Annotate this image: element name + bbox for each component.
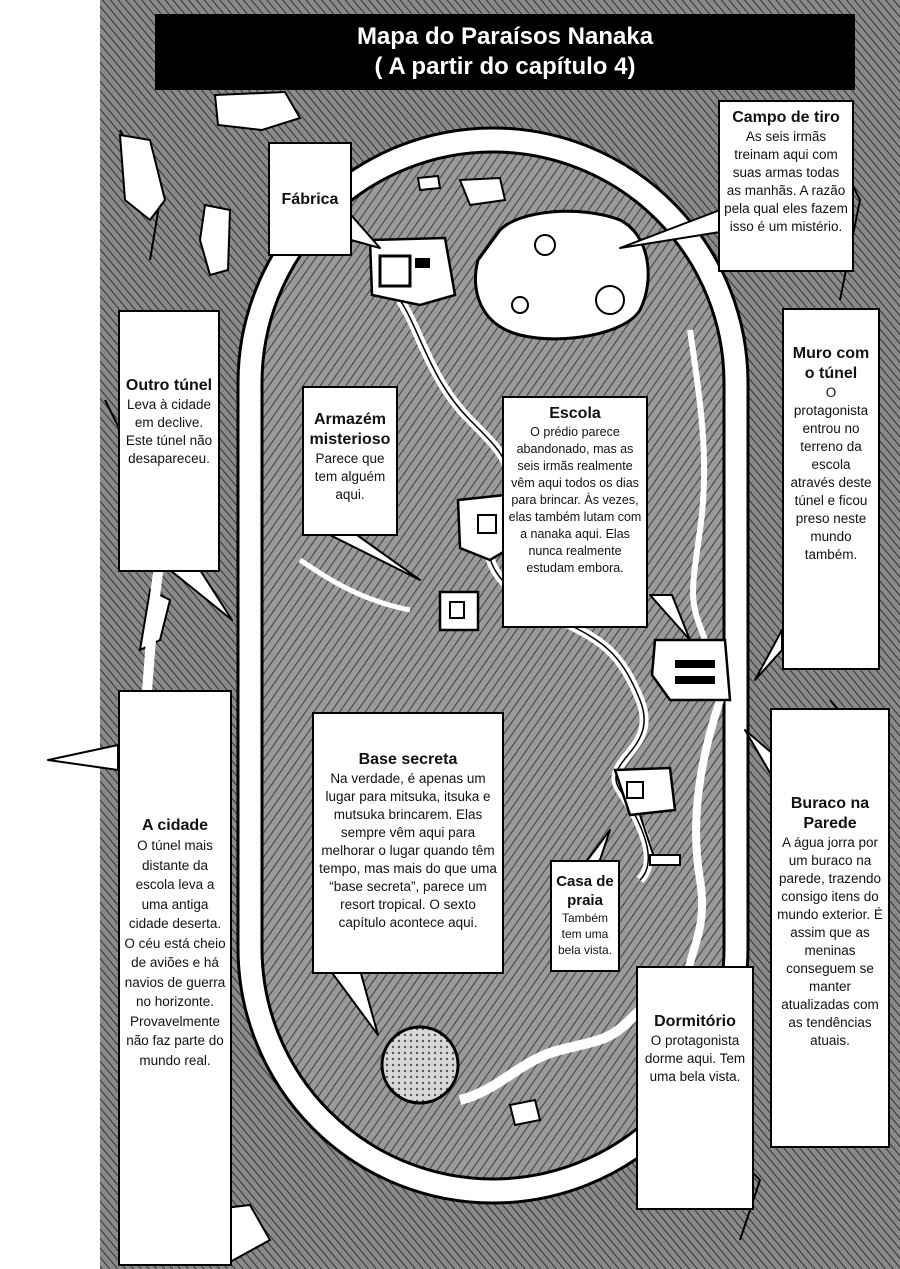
rock-small bbox=[508, 1098, 542, 1127]
callout-casa-de-praia: Casa de praia Também tem uma bela vista. bbox=[550, 860, 620, 972]
callout-dormitorio: Dormitório O protagonista dorme aqui. Te… bbox=[636, 966, 754, 1210]
stream bbox=[298, 557, 411, 613]
callout-casa-de-praia-text: Também tem uma bela vista. bbox=[557, 911, 613, 957]
stream bbox=[687, 329, 708, 642]
stream bbox=[683, 698, 724, 992]
callout-armazem-text: Parece que tem alguém aqui. bbox=[314, 451, 386, 502]
callout-base-secreta: Base secreta Na verdade, é apenas um lug… bbox=[312, 712, 504, 974]
tunnel-building bbox=[650, 638, 732, 702]
callout-muro-tunel-label: Muro com o túnel bbox=[792, 345, 870, 382]
callout-escola-label: Escola bbox=[549, 405, 601, 422]
callout-armazem-label: Armazém misterioso bbox=[309, 411, 391, 448]
callout-base-secreta-text: Na verdade, é apenas um lugar para mitsu… bbox=[319, 771, 497, 930]
callout-outro-tunel: Outro túnel Leva à cidade em declive. Es… bbox=[118, 310, 220, 572]
callout-escola: Escola O prédio parece abandonado, mas a… bbox=[502, 396, 648, 628]
shooting-range bbox=[473, 209, 650, 341]
factory-building bbox=[368, 236, 457, 307]
left-margin bbox=[0, 0, 100, 1269]
outer-rock bbox=[213, 90, 302, 132]
callout-a-cidade-label: A cidade bbox=[141, 817, 209, 834]
title-line-2: ( A partir do capítulo 4) bbox=[374, 53, 636, 80]
map-title: Mapa do Paraísos Nanaka ( A partir do ca… bbox=[155, 14, 855, 90]
secret-base bbox=[380, 1025, 460, 1105]
callout-muro-tunel-text: O protagonista entrou no terreno da esco… bbox=[790, 385, 872, 562]
callout-a-cidade-text: O túnel mais distante da escola leva a u… bbox=[124, 838, 226, 1068]
callout-campo-de-tiro-text: As seis irmãs treinam aqui com suas arma… bbox=[724, 129, 848, 234]
callout-base-secreta-label: Base secreta bbox=[358, 751, 458, 768]
callout-dormitorio-label: Dormitório bbox=[654, 1013, 736, 1030]
callout-escola-text: O prédio parece abandonado, mas as seis … bbox=[508, 425, 642, 575]
beach-house bbox=[613, 766, 677, 817]
callout-a-cidade: A cidade O túnel mais distante da escola… bbox=[118, 690, 232, 1266]
callout-fabrica: Fábrica bbox=[268, 142, 352, 256]
callout-outro-tunel-label: Outro túnel bbox=[125, 377, 213, 394]
outer-rock bbox=[198, 203, 232, 277]
callout-fabrica-label: Fábrica bbox=[281, 191, 339, 208]
callout-dormitorio-text: O protagonista dorme aqui. Tem uma bela … bbox=[644, 1033, 746, 1084]
callout-campo-de-tiro: Campo de tiro As seis irmãs treinam aqui… bbox=[718, 100, 854, 272]
rock-small bbox=[416, 174, 442, 192]
callout-buraco: Buraco na Parede A água jorra por um bur… bbox=[770, 708, 890, 1148]
callout-muro-tunel: Muro com o túnel O protagonista entrou n… bbox=[782, 308, 880, 670]
rock-small bbox=[458, 176, 507, 207]
outer-rock bbox=[118, 133, 167, 222]
warehouse-building bbox=[438, 590, 480, 632]
callout-buraco-text: A água jorra por um buraco na parede, tr… bbox=[777, 835, 883, 1048]
callout-buraco-label: Buraco na Parede bbox=[790, 795, 870, 832]
title-line-1: Mapa do Paraísos Nanaka bbox=[356, 23, 654, 50]
callout-casa-de-praia-label: Casa de praia bbox=[556, 873, 614, 909]
callout-campo-de-tiro-label: Campo de tiro bbox=[732, 109, 840, 126]
callout-outro-tunel-text: Leva à cidade em declive. Este túnel não… bbox=[125, 397, 213, 466]
callout-armazem: Armazém misterioso Parece que tem alguém… bbox=[302, 386, 398, 536]
